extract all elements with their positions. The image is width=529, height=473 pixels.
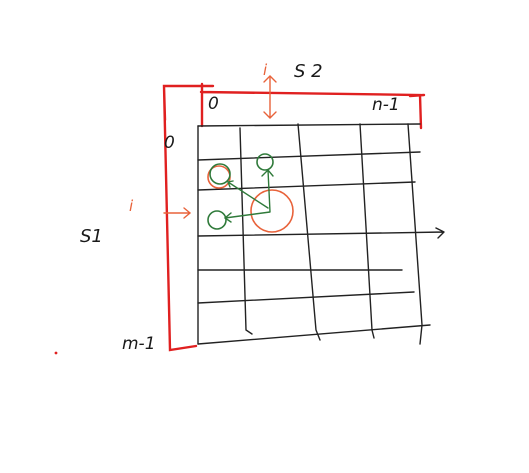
grid-cols xyxy=(197,123,423,345)
row-start-label: 0 xyxy=(164,133,175,153)
row-end-label: m-1 xyxy=(122,334,156,354)
grid-row-line xyxy=(197,291,415,304)
stray-dot xyxy=(54,351,58,355)
left-neighbor-circle xyxy=(207,210,227,230)
grid-col-line xyxy=(359,123,375,339)
i-left-label: i xyxy=(129,197,134,215)
col-start-label: 0 xyxy=(208,94,219,114)
grid-row-line xyxy=(197,151,421,161)
grid-col-line xyxy=(239,127,253,335)
s2-label: S 2 xyxy=(294,61,323,82)
grid-row-line xyxy=(197,123,421,127)
grid-row-line xyxy=(197,227,445,239)
s2-gap-arrow xyxy=(263,75,277,119)
i-marker-arrow xyxy=(163,207,192,219)
s1-label: S1 xyxy=(80,226,103,247)
green-arrows xyxy=(223,168,274,223)
grid-col-line xyxy=(297,123,321,341)
current-cell-circle xyxy=(250,189,294,233)
s2-bracket xyxy=(199,82,426,130)
diagonal-neighbor-circle xyxy=(209,163,231,185)
grid-col-line xyxy=(407,123,423,345)
col-end-label: n-1 xyxy=(372,95,400,115)
i-top-label: i xyxy=(263,61,268,79)
grid-rows xyxy=(197,123,445,345)
grid-row-line xyxy=(197,181,416,191)
up-neighbor-circle xyxy=(256,153,274,171)
s1-bracket xyxy=(162,84,215,352)
grid-row-line xyxy=(197,324,431,345)
